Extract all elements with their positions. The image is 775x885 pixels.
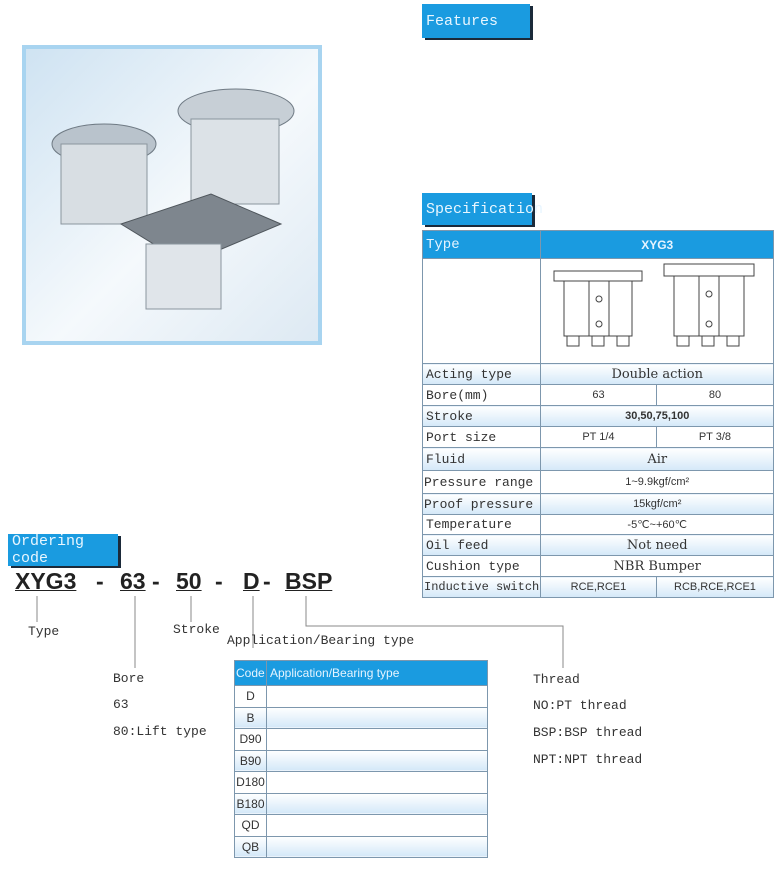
- table-row: QB: [234, 835, 489, 858]
- table-row: B: [234, 706, 489, 729]
- table-row: D90: [234, 728, 489, 751]
- table-row: D180: [234, 771, 489, 794]
- table-row: B180: [234, 792, 489, 815]
- type-label: Type: [28, 624, 60, 639]
- separator: -: [263, 568, 271, 594]
- thread-option: BSP:BSP thread: [533, 725, 643, 740]
- thread-label: Thread: [533, 672, 580, 687]
- separator: -: [215, 568, 223, 594]
- application-header: Application/Bearing type: [265, 660, 489, 686]
- application-label: Application/Bearing type: [227, 633, 415, 648]
- product-photo: [22, 45, 322, 345]
- bore-label: Bore: [113, 671, 145, 686]
- model-header: XYG3: [540, 230, 775, 259]
- features-heading: Features: [422, 4, 530, 38]
- code-part-bore: 63: [120, 568, 146, 594]
- thread-option: NPT:NPT thread: [533, 752, 643, 767]
- table-row: QD: [234, 814, 489, 837]
- separator: -: [96, 568, 104, 594]
- code-part-type: XYG3: [15, 568, 77, 594]
- spec-row-temperature: Temperature-5℃~+60℃: [421, 514, 775, 535]
- specification-heading: Specification: [422, 193, 543, 225]
- bore-option: 80:Lift type: [113, 724, 207, 739]
- table-row: B90: [234, 749, 489, 772]
- code-part-thread: BSP: [285, 568, 333, 594]
- ordering-code-heading: Ordering code: [8, 533, 118, 567]
- code-part-stroke: 50: [176, 568, 202, 594]
- thread-option: NO:PT thread: [533, 698, 627, 713]
- separator: -: [152, 568, 160, 594]
- code-header: Code: [234, 660, 267, 686]
- table-row: D: [234, 685, 489, 708]
- code-part-application: D: [243, 568, 260, 594]
- cylinder-drawings: [540, 258, 775, 364]
- stroke-label: Stroke: [173, 622, 220, 637]
- bore-option: 63: [113, 697, 129, 712]
